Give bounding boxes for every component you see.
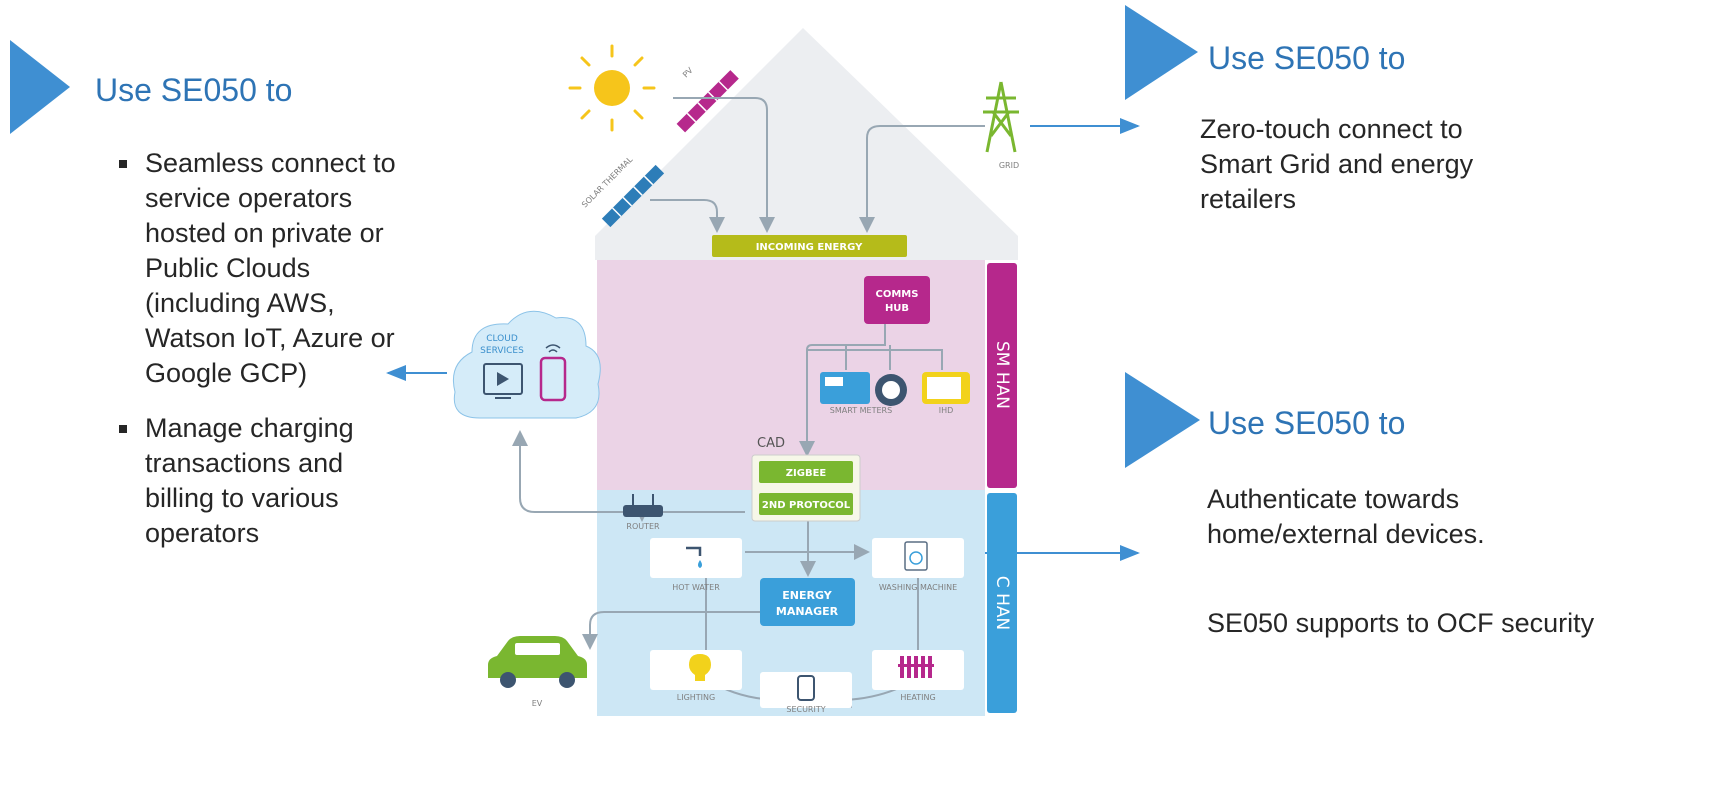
- hot-water-label: HOT WATER: [672, 583, 720, 592]
- phone-icon: [539, 356, 567, 402]
- cloud-services-label-line1: CLOUD: [486, 334, 518, 344]
- energy-manager-label-line2: MANAGER: [776, 605, 839, 618]
- comms-hub-label-line1: COMMS: [876, 289, 919, 300]
- second-protocol-label: 2ND PROTOCOL: [762, 500, 851, 511]
- smart-meter-icon: [820, 372, 870, 404]
- pv-label: PV: [681, 65, 695, 79]
- authenticate-text: Authenticate towards home/external devic…: [1207, 484, 1485, 549]
- incoming-energy-box: [712, 235, 907, 257]
- left-bullet-list: Seamless connect to service operators ho…: [113, 146, 413, 571]
- smart-home-energy-diagram: SM HAN C HAN PV SOLAR THERMAL G: [452, 28, 1019, 716]
- bullet-charging: Manage charging transactions and billing…: [113, 411, 413, 551]
- tv-icon: [483, 363, 523, 395]
- heating-label: HEATING: [900, 693, 935, 702]
- incoming-energy-label: INCOMING ENERGY: [756, 242, 863, 253]
- radiator-icon: [898, 656, 934, 678]
- sm-han-label: SM HAN: [992, 341, 1012, 409]
- pv-panels-icon: [676, 70, 739, 133]
- grid-pylon-icon: [983, 81, 1019, 153]
- left-heading: Use SE050 to: [95, 72, 293, 108]
- tap-icon: [686, 546, 702, 556]
- energy-manager-box: [760, 578, 855, 626]
- router-icon: [623, 505, 663, 517]
- router-label: ROUTER: [626, 522, 660, 531]
- c-han-label: C HAN: [992, 576, 1012, 630]
- cad-label: CAD: [757, 436, 785, 451]
- wifi-icon: [545, 344, 561, 353]
- lighting-label: LIGHTING: [677, 693, 715, 702]
- smart-meter-label: SMART METERS: [830, 406, 892, 415]
- bottom-right-triangle-marker: [1125, 372, 1200, 468]
- washing-machine-icon: [904, 541, 928, 571]
- solar-thermal-panels-icon: [601, 164, 665, 228]
- zigbee-label: ZIGBEE: [786, 468, 827, 479]
- security-camera-icon: [797, 675, 815, 701]
- comms-hub-label-line2: HUB: [885, 303, 909, 314]
- play-icon: [497, 372, 509, 386]
- c-han-bar: [987, 493, 1017, 713]
- bullet-cloud-connect: Seamless connect to service operators ho…: [113, 146, 413, 391]
- ev-label: EV: [532, 699, 543, 708]
- ihd-label: IHD: [939, 406, 954, 415]
- security-label: SECURITY: [786, 705, 825, 714]
- zigbee-box: [759, 461, 853, 483]
- second-protocol-box: [759, 493, 853, 515]
- grid-label: GRID: [999, 161, 1019, 170]
- top-right-heading: Use SE050 to: [1208, 40, 1406, 76]
- left-triangle-marker: [10, 40, 70, 134]
- sun-icon: [568, 44, 656, 132]
- bulb-icon: [689, 654, 711, 681]
- comms-hub-box: [864, 276, 930, 324]
- energy-manager-label-line1: ENERGY: [782, 589, 832, 602]
- ev-car-icon: [488, 636, 587, 688]
- cloud-services-shape: [452, 310, 601, 419]
- cloud-services-label-line2: SERVICES: [480, 346, 524, 356]
- ocf-security-text: SE050 supports to OCF security: [1207, 608, 1595, 638]
- smart-grid-text: Zero-touch connect to Smart Grid and ene…: [1200, 114, 1474, 214]
- hot-water-tile: [650, 538, 742, 578]
- bottom-right-heading: Use SE050 to: [1208, 405, 1406, 441]
- house-roof: [595, 28, 1018, 260]
- sm-han-bar: [987, 263, 1017, 488]
- security-tile: [760, 672, 852, 708]
- top-right-triangle-marker: [1125, 5, 1198, 100]
- washing-machine-label: WASHING MACHINE: [879, 583, 957, 592]
